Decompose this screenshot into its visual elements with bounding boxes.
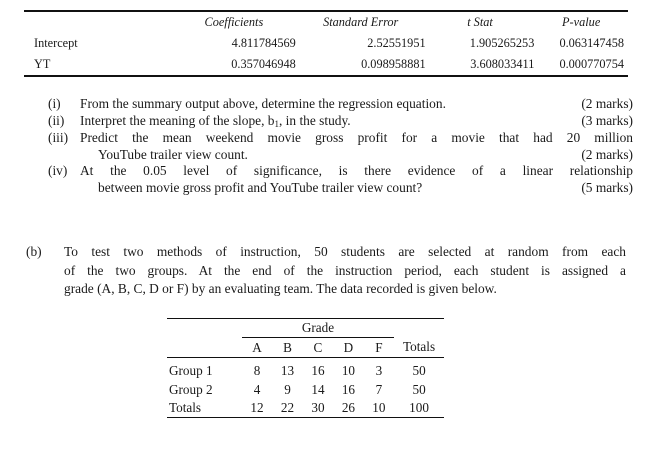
question-body-ii: Interpret the meaning of the slope, b1, … <box>80 113 633 131</box>
question-line: At the 0.05 level of significance, is th… <box>80 163 633 179</box>
regression-cell-yt-coefficients: 0.357046948 <box>231 57 296 71</box>
grade-span-header-row: Grade <box>167 318 444 339</box>
part-b-text: To test two methods of instruction, 50 s… <box>64 243 626 299</box>
grade-header-blank <box>167 338 242 357</box>
grade-cell-totals-c: 30 <box>311 400 325 416</box>
question-marks-iii: (2 marks) <box>581 146 633 162</box>
grade-cell-group-2-total: 50 <box>412 381 426 397</box>
grade-cell-group-1-total: 50 <box>412 363 426 379</box>
grade-table: Grade A B C D F Totals Group 1 8 13 <box>167 318 444 418</box>
grade-cell-group-2-c: 14 <box>311 381 325 397</box>
question-marks-iv: (5 marks) <box>581 179 633 195</box>
question-list: (i) From the summary output above, deter… <box>48 96 633 197</box>
table-row: Group 2 4 9 14 16 7 50 <box>167 381 444 399</box>
question-marks-i: (2 marks) <box>581 96 633 111</box>
regression-header-blank <box>24 10 172 33</box>
part-b-line: To test two methods of instruction, 50 s… <box>64 244 626 259</box>
table-row: YT 0.357046948 0.098958881 3.608033411 0… <box>24 54 628 76</box>
table-row: Intercept 4.811784569 2.52551951 1.90526… <box>24 33 628 54</box>
question-text-i: From the summary output above, determine… <box>80 96 446 111</box>
grade-cell-group-1-f: 3 <box>375 363 383 379</box>
regression-cell-intercept-p-value: 0.063147458 <box>559 36 624 50</box>
question-marker-i: (i) <box>48 96 61 111</box>
regression-header-coefficients: Coefficients <box>171 10 296 33</box>
grade-contingency-table: Grade A B C D F Totals Group 1 8 13 <box>167 318 444 418</box>
regression-header-row: Coefficients Standard Error t Stat P-val… <box>24 10 628 33</box>
grade-cell-totals-a: 12 <box>250 400 264 416</box>
question-line: From the summary output above, determine… <box>80 96 633 113</box>
part-b-marker: (b) <box>26 244 42 259</box>
question-marker-ii: (ii) <box>48 112 65 128</box>
grade-cell-group-2-f: 7 <box>375 381 383 397</box>
grade-column-header-row: A B C D F Totals <box>167 338 444 358</box>
regression-header-t-stat: t Stat <box>425 10 535 33</box>
question-text-iv-cont: between movie gross profit and YouTube t… <box>98 179 423 195</box>
question-body-iv: At the 0.05 level of significance, is th… <box>80 163 633 196</box>
grade-header-c: C <box>313 339 323 355</box>
regression-header-standard-error: Standard Error <box>295 10 426 33</box>
grade-row-label-group-1: Group 1 <box>169 363 213 379</box>
regression-cell-yt-p-value: 0.000770754 <box>559 57 624 71</box>
grade-cell-group-1-c: 16 <box>311 363 325 379</box>
question-item-i: (i) From the summary output above, deter… <box>48 96 633 113</box>
table-row: Group 1 8 13 16 10 3 50 <box>167 362 444 380</box>
grade-cell-group-1-b: 13 <box>280 363 295 379</box>
question-item-iii: (iii) Predict the mean weekend movie gro… <box>48 130 633 163</box>
question-body-iii: Predict the mean weekend movie gross pro… <box>80 130 633 163</box>
grade-span-blank-left <box>167 319 242 338</box>
grade-cell-group-1-d: 10 <box>341 363 356 379</box>
question-text-iii-cont: YouTube trailer view count. <box>98 146 248 162</box>
grade-cell-group-2-a: 4 <box>253 381 261 397</box>
grade-row-label-group-2: Group 2 <box>169 381 213 397</box>
regression-cell-intercept-standard-error: 2.52551951 <box>367 36 426 50</box>
grade-cell-group-2-d: 16 <box>341 381 356 397</box>
question-text-ii: Interpret the meaning of the slope, b1, … <box>80 113 351 131</box>
question-marker-iii: (iii) <box>48 130 69 146</box>
question-marks-ii: (3 marks) <box>581 112 633 128</box>
part-b-block: (b) To test two methods of instruction, … <box>26 243 626 299</box>
grade-cell-totals-b: 22 <box>280 400 295 416</box>
question-line: Interpret the meaning of the slope, b1, … <box>80 113 633 131</box>
grade-cell-totals-d: 26 <box>341 400 356 416</box>
grade-header-f: F <box>375 339 383 355</box>
grade-cell-totals-f: 10 <box>372 400 386 416</box>
table-row: Totals 12 22 30 26 10 100 <box>167 399 444 418</box>
regression-cell-intercept-coefficients: 4.811784569 <box>231 36 296 50</box>
regression-header-p-value: P-value <box>534 10 628 33</box>
regression-cell-yt-standard-error: 0.098958881 <box>361 57 426 71</box>
grade-row-label-totals: Totals <box>169 400 202 416</box>
question-body-i: From the summary output above, determine… <box>80 96 633 113</box>
regression-table: Coefficients Standard Error t Stat P-val… <box>24 10 628 77</box>
question-subscript-ii: 1 <box>274 119 279 130</box>
question-item-iv: (iv) At the 0.05 level of significance, … <box>48 163 633 196</box>
part-b-line: of the two groups. At the end of the ins… <box>64 262 626 278</box>
regression-cell-intercept-t-stat: 1.905265253 <box>469 36 535 50</box>
question-item-ii: (ii) Interpret the meaning of the slope,… <box>48 113 633 131</box>
question-text-ii-after: , in the study. <box>278 112 351 128</box>
question-text-ii-before: Interpret the meaning of the slope, b <box>80 112 275 128</box>
grade-cell-group-2-b: 9 <box>284 381 291 397</box>
regression-row-label-yt: YT <box>34 57 51 71</box>
part-b-line: grade (A, B, C, D or F) by an evaluating… <box>64 281 497 296</box>
question-line: between movie gross profit and YouTube t… <box>80 180 633 197</box>
question-line: Predict the mean weekend movie gross pro… <box>80 130 633 146</box>
regression-summary-table: Coefficients Standard Error t Stat P-val… <box>24 10 628 77</box>
grade-header-d: D <box>343 339 354 355</box>
question-line: YouTube trailer view count. (2 marks) <box>80 147 633 164</box>
question-marker-iv: (iv) <box>48 163 68 179</box>
grade-header-a: A <box>252 339 262 355</box>
grade-span-blank-right <box>394 319 444 338</box>
regression-row-label-intercept: Intercept <box>34 36 78 50</box>
grade-header-b: B <box>283 339 292 355</box>
grade-cell-group-1-a: 8 <box>253 363 261 379</box>
regression-cell-yt-t-stat: 3.608033411 <box>470 57 535 71</box>
grade-header-totals: Totals <box>403 339 436 355</box>
grade-cell-totals-total: 100 <box>409 400 429 416</box>
grade-span-header-grade: Grade <box>241 318 395 339</box>
